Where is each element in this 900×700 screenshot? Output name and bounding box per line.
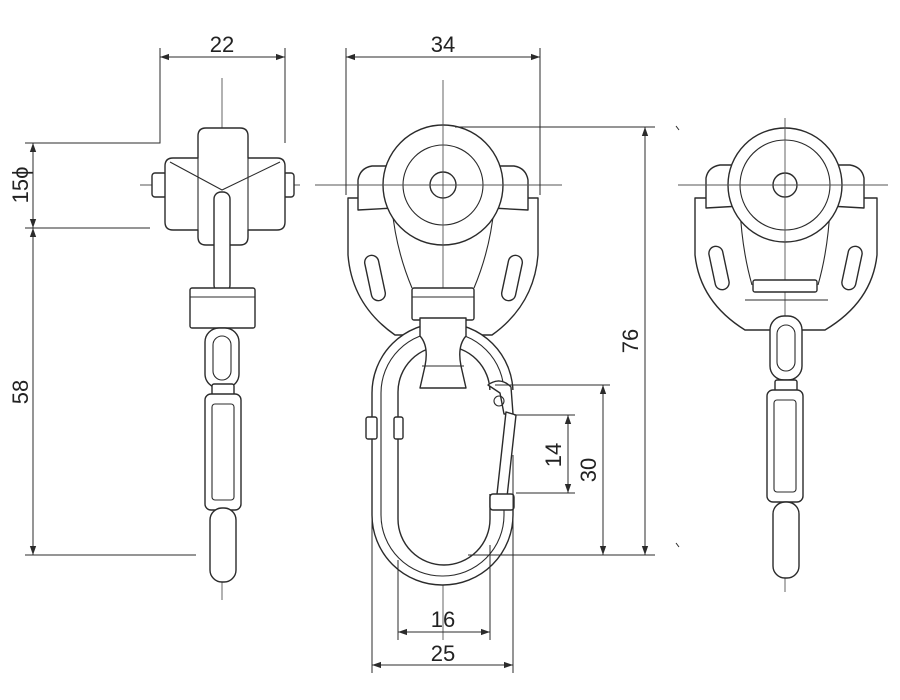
front-slot-left <box>363 254 387 302</box>
rear-shackle-link <box>769 315 803 381</box>
side-shackle-link <box>204 327 240 389</box>
rear-shackle-inner <box>776 324 796 372</box>
side-snap-hook-body <box>204 393 242 511</box>
dim-side-width-label: 22 <box>210 32 234 57</box>
side-roller-chevron <box>169 161 281 191</box>
front-gate-pin <box>493 395 505 407</box>
front-swivel-neck <box>419 317 467 389</box>
dim-overall-height-label: 76 <box>618 329 643 353</box>
dim-lower-height-label: 58 <box>8 380 33 404</box>
front-slot-right <box>500 254 524 302</box>
front-gate-nose <box>489 493 515 511</box>
rear-slot-left <box>708 245 730 291</box>
dim-hook-inner-width-extensions <box>397 545 491 640</box>
rear-hook-tail <box>772 501 800 579</box>
dim-gate-opening-label: 14 <box>541 443 566 467</box>
dim-hook-outer-width-extensions <box>371 455 514 673</box>
side-shaft <box>213 191 231 293</box>
dimension-lines: 22 15ϕ 58 34 76 30 14 16 25 <box>8 32 655 673</box>
rear-snap-hook-body <box>766 389 804 503</box>
dim-front-width-label: 34 <box>431 32 455 57</box>
rear-snap-hook-inner <box>773 399 797 493</box>
side-roller-edges <box>197 158 249 230</box>
front-view <box>315 80 562 640</box>
dim-roller-diameter-label: 15ϕ <box>8 167 33 204</box>
rear-bracket-body <box>694 197 878 331</box>
rear-tick-bottom <box>675 542 680 548</box>
rear-slot-right <box>841 245 863 291</box>
side-view <box>140 78 300 600</box>
side-shackle-inner <box>212 335 232 381</box>
rear-tick-top <box>675 125 680 131</box>
side-roller-body <box>164 127 286 246</box>
side-hook-tail <box>209 507 237 583</box>
side-snap-hook-inner <box>211 403 235 501</box>
front-swivel-head <box>411 287 475 321</box>
dim-hook-outer-width-label: 25 <box>431 641 455 666</box>
dim-hook-length-label: 30 <box>576 458 601 482</box>
rear-swivel-plate <box>752 279 818 293</box>
front-tab-outer <box>365 416 378 440</box>
dim-overall-height-extensions <box>455 126 655 556</box>
dim-hook-inner-width-label: 16 <box>431 607 455 632</box>
dim-side-width-extensions <box>25 48 286 144</box>
dim-gate-opening-extensions <box>514 414 575 494</box>
dim-front-width-extensions <box>345 48 541 195</box>
front-tab-inner <box>393 416 404 440</box>
side-swivel-block <box>189 287 256 329</box>
rear-view <box>675 118 888 592</box>
